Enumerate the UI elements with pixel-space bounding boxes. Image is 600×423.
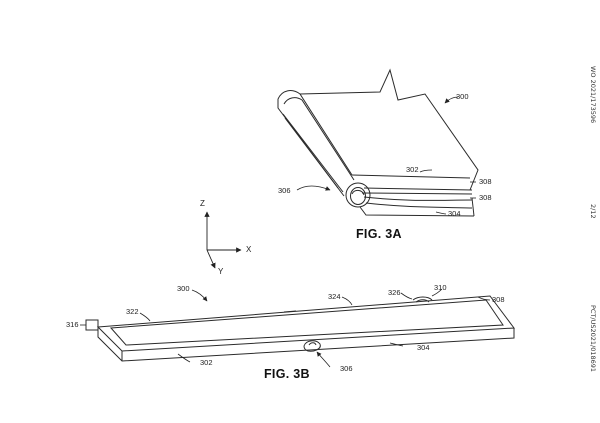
ref-326-3b: 326	[388, 288, 401, 297]
ref-304-3b: 304	[417, 343, 430, 352]
ref-306-3b: 306	[340, 364, 353, 373]
ref-316-3b: 316	[66, 320, 79, 329]
axis-z-label: Z	[200, 199, 205, 208]
ref-308-lower-3a: 308	[479, 193, 492, 202]
fig-3a-drawing	[277, 68, 479, 217]
ref-302-3a: 302	[406, 165, 419, 174]
ref-306-3a: 306	[278, 186, 291, 195]
application-number: PCT/US2021/018691	[589, 305, 597, 373]
ref-310-3b: 310	[434, 283, 447, 292]
fig-3b-leaders	[80, 288, 491, 368]
ref-324-3b: 324	[328, 292, 341, 301]
axis-triad	[204, 211, 242, 269]
ref-308-upper-3a: 308	[479, 177, 492, 186]
ref-304-3a: 304	[448, 209, 461, 218]
fig-3b-drawing	[85, 295, 515, 362]
ref-308-3b: 308	[492, 295, 505, 304]
ref-300-3b: 300	[177, 284, 190, 293]
publication-number: WO 2021/173596	[589, 66, 597, 124]
fig-3a-leaders	[296, 96, 476, 215]
axis-x-label: X	[246, 245, 252, 254]
page-number: 2/12	[589, 204, 597, 219]
ref-302-3b: 302	[200, 358, 213, 367]
ref-322-3b: 322	[126, 307, 139, 316]
ref-300-3a: 300	[456, 92, 469, 101]
fig-3b-caption: FIG. 3B	[264, 367, 310, 381]
axis-y-label: Y	[218, 267, 224, 276]
fig-3a-caption: FIG. 3A	[356, 227, 402, 241]
